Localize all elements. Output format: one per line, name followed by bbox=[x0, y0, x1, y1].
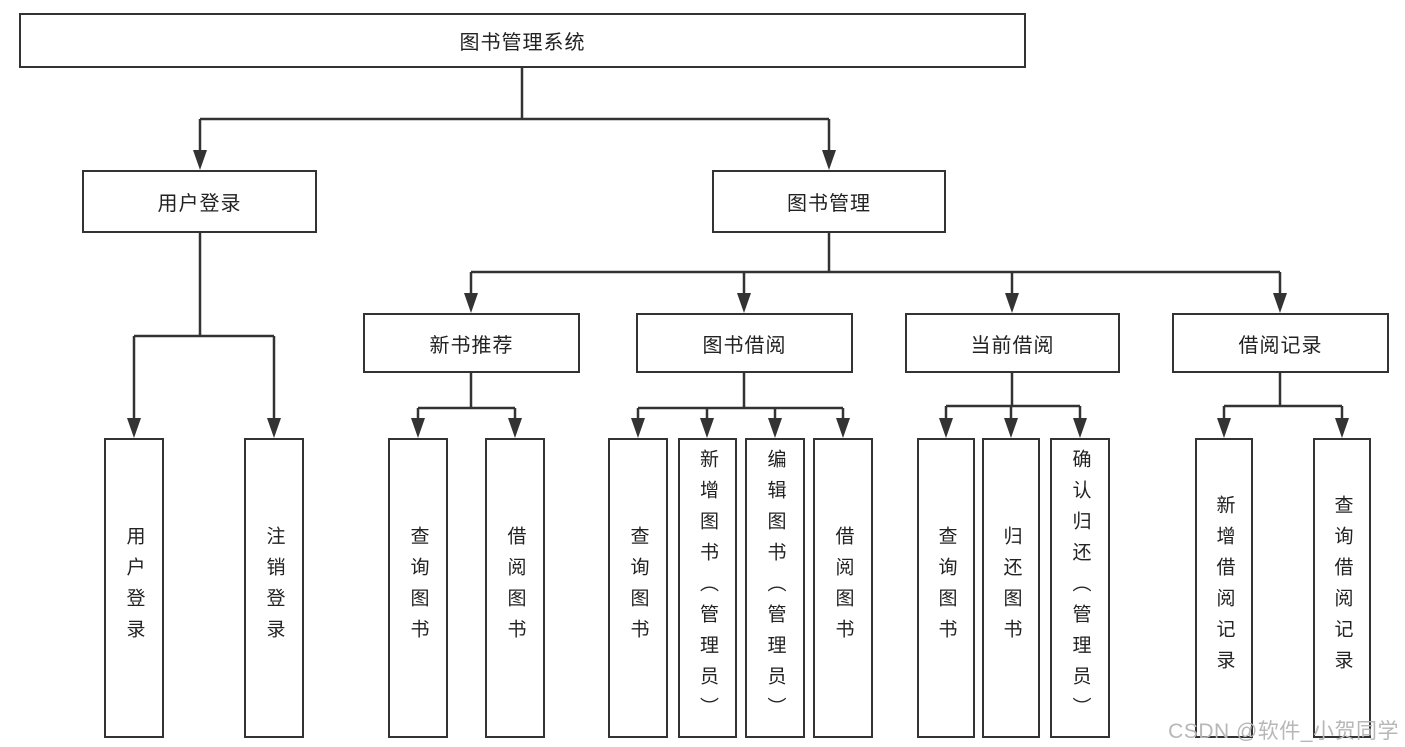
leaf-query-books-recommend: 查询图书 bbox=[388, 438, 448, 738]
leaf-return-books: 归还图书 bbox=[982, 438, 1040, 738]
leaf-label: 注销登录 bbox=[263, 526, 285, 650]
leaf-user-login: 用户登录 bbox=[104, 438, 164, 738]
node-label: 借阅记录 bbox=[1238, 334, 1323, 357]
leaf-query-books-borrow: 查询图书 bbox=[608, 438, 668, 738]
leaf-label: 借阅图书 bbox=[504, 526, 526, 650]
watermark: CSDN @软件_小贺同学 bbox=[1168, 720, 1399, 743]
leaf-label: 确认归还（管理员） bbox=[1069, 448, 1091, 728]
leaf-confirm-return-admin: 确认归还（管理员） bbox=[1050, 438, 1110, 738]
node-current-borrow: 当前借阅 bbox=[905, 313, 1120, 373]
node-label: 图书借阅 bbox=[702, 334, 787, 357]
leaf-label: 查询图书 bbox=[935, 526, 957, 650]
leaf-label: 新增图书（管理员） bbox=[697, 448, 718, 728]
leaf-add-books-admin: 新增图书（管理员） bbox=[678, 438, 737, 738]
leaf-edit-books-admin: 编辑图书（管理员） bbox=[745, 438, 805, 738]
leaf-label: 借阅图书 bbox=[832, 526, 854, 650]
leaf-logout: 注销登录 bbox=[244, 438, 304, 738]
node-user-login: 用户登录 bbox=[82, 170, 317, 233]
leaf-query-books-current: 查询图书 bbox=[917, 438, 975, 738]
leaf-add-borrow-record: 新增借阅记录 bbox=[1195, 438, 1253, 738]
node-borrow-records: 借阅记录 bbox=[1172, 313, 1389, 373]
node-new-book-recommend: 新书推荐 bbox=[363, 313, 580, 373]
leaf-label: 用户登录 bbox=[123, 526, 145, 650]
node-label: 用户登录 bbox=[157, 193, 242, 215]
leaf-label: 查询图书 bbox=[627, 526, 649, 650]
leaf-label: 查询图书 bbox=[407, 526, 429, 650]
leaf-query-borrow-record: 查询借阅记录 bbox=[1313, 438, 1371, 738]
leaf-label: 归还图书 bbox=[1000, 526, 1022, 650]
leaf-label: 新增借阅记录 bbox=[1213, 495, 1235, 681]
node-label: 图书管理 bbox=[787, 193, 871, 215]
leaf-label: 编辑图书（管理员） bbox=[764, 448, 786, 728]
leaf-label: 查询借阅记录 bbox=[1331, 495, 1353, 681]
node-book-management: 图书管理 bbox=[712, 170, 946, 233]
leaf-borrow-books-recommend: 借阅图书 bbox=[485, 438, 545, 738]
node-library-management-system: 图书管理系统 bbox=[19, 13, 1026, 68]
node-label: 当前借阅 bbox=[970, 334, 1055, 357]
node-label: 新书推荐 bbox=[429, 334, 514, 357]
node-label: 图书管理系统 bbox=[459, 32, 586, 54]
node-book-borrow: 图书借阅 bbox=[636, 313, 853, 373]
leaf-borrow-books: 借阅图书 bbox=[813, 438, 873, 738]
